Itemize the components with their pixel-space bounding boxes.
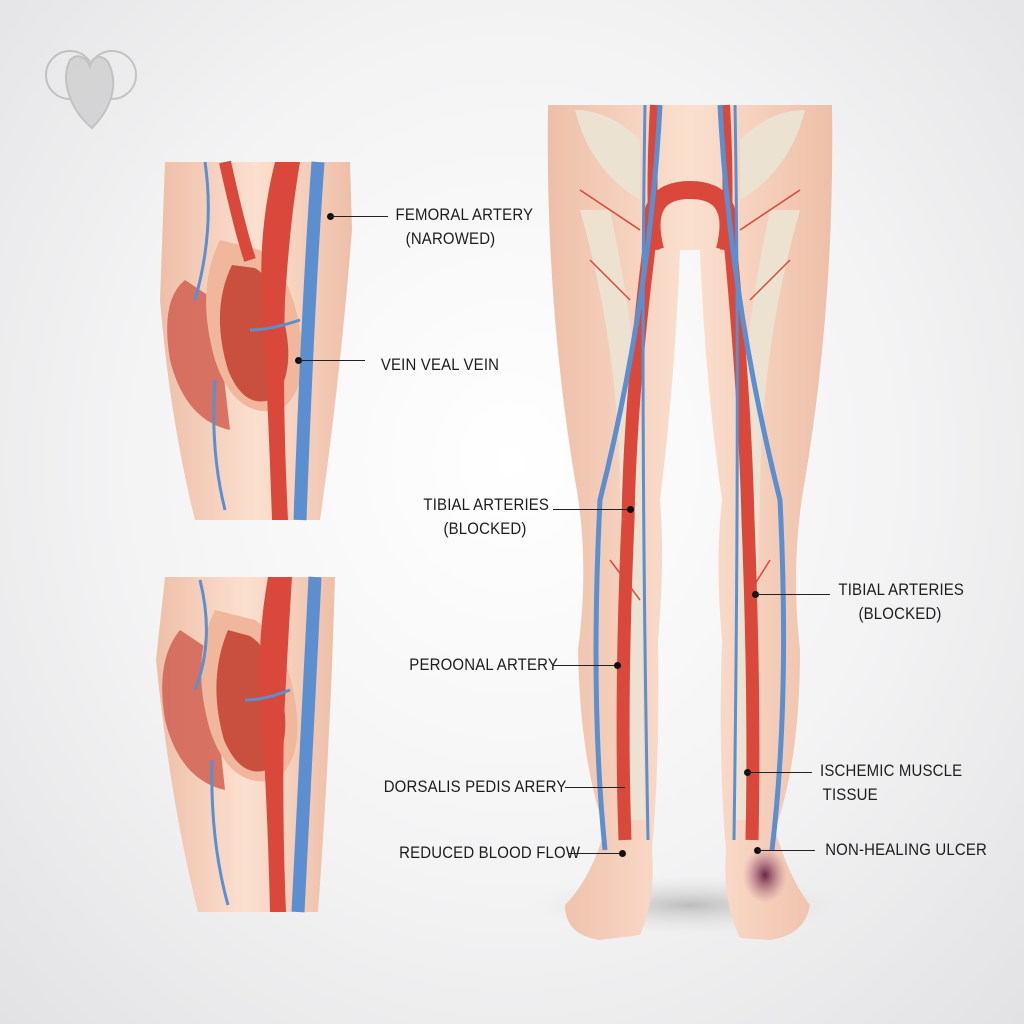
label-line: REDUCED BLOOD FLOW <box>399 843 581 862</box>
label-line: TISSUE <box>822 785 878 804</box>
legs-anatomy <box>530 104 850 940</box>
heart-logo-icon <box>45 50 137 130</box>
label-line: FEMORAL ARTERY <box>395 205 534 224</box>
tibial-left-marker <box>627 506 634 513</box>
label-tibial-arteries-left: TIBIAL ARTERIES (BLOCKED) <box>423 493 550 541</box>
label-non-healing-ulcer: NON-HEALING ULCER <box>825 838 987 862</box>
femoral-artery-leader <box>330 216 388 218</box>
label-line: DORSALIS PEDIS ARERY <box>383 777 567 796</box>
tibial-right-leader <box>755 594 830 596</box>
reduced-flow-marker <box>619 850 626 857</box>
label-line: TIBIAL ARTERIES <box>838 580 965 599</box>
label-dorsalis-pedis: DORSALIS PEDIS ARERY <box>383 775 567 799</box>
label-line: (NAROWED) <box>405 229 496 248</box>
vein-leader <box>298 360 365 362</box>
ulcer-area <box>743 847 787 903</box>
ulcer-leader <box>757 850 815 852</box>
label-line: TIBIAL ARTERIES <box>423 495 550 514</box>
label-line: PEROONAL ARTERY <box>409 655 558 674</box>
label-vein: VEIN VEAL VEIN <box>380 353 500 377</box>
label-line: (BLOCKED) <box>858 604 942 623</box>
label-reduced-blood-flow: REDUCED BLOOD FLOW <box>399 841 581 865</box>
label-femoral-artery: FEMORAL ARTERY (NAROWED) <box>395 203 534 251</box>
label-peroneal-artery: PEROONAL ARTERY <box>409 653 558 677</box>
peroneal-leader <box>553 665 617 667</box>
label-line: ISCHEMIC MUSCLE <box>820 761 963 780</box>
label-tibial-arteries-right: TIBIAL ARTERIES (BLOCKED) <box>838 578 965 626</box>
reduced-flow-leader <box>568 853 622 855</box>
label-line: NON-HEALING ULCER <box>825 840 987 859</box>
dorsalis-leader <box>565 787 625 789</box>
inset-thigh-cross-section-bottom <box>156 576 335 913</box>
peroneal-marker <box>614 662 621 669</box>
inset-thigh-cross-section-top <box>160 160 352 521</box>
tibial-left-leader <box>553 509 630 511</box>
ischemic-leader <box>747 772 812 774</box>
label-ischemic-muscle-tissue: ISCHEMIC MUSCLE TISSUE <box>820 759 963 807</box>
label-line: (BLOCKED) <box>443 519 527 538</box>
label-line: VEIN VEAL VEIN <box>380 355 500 374</box>
